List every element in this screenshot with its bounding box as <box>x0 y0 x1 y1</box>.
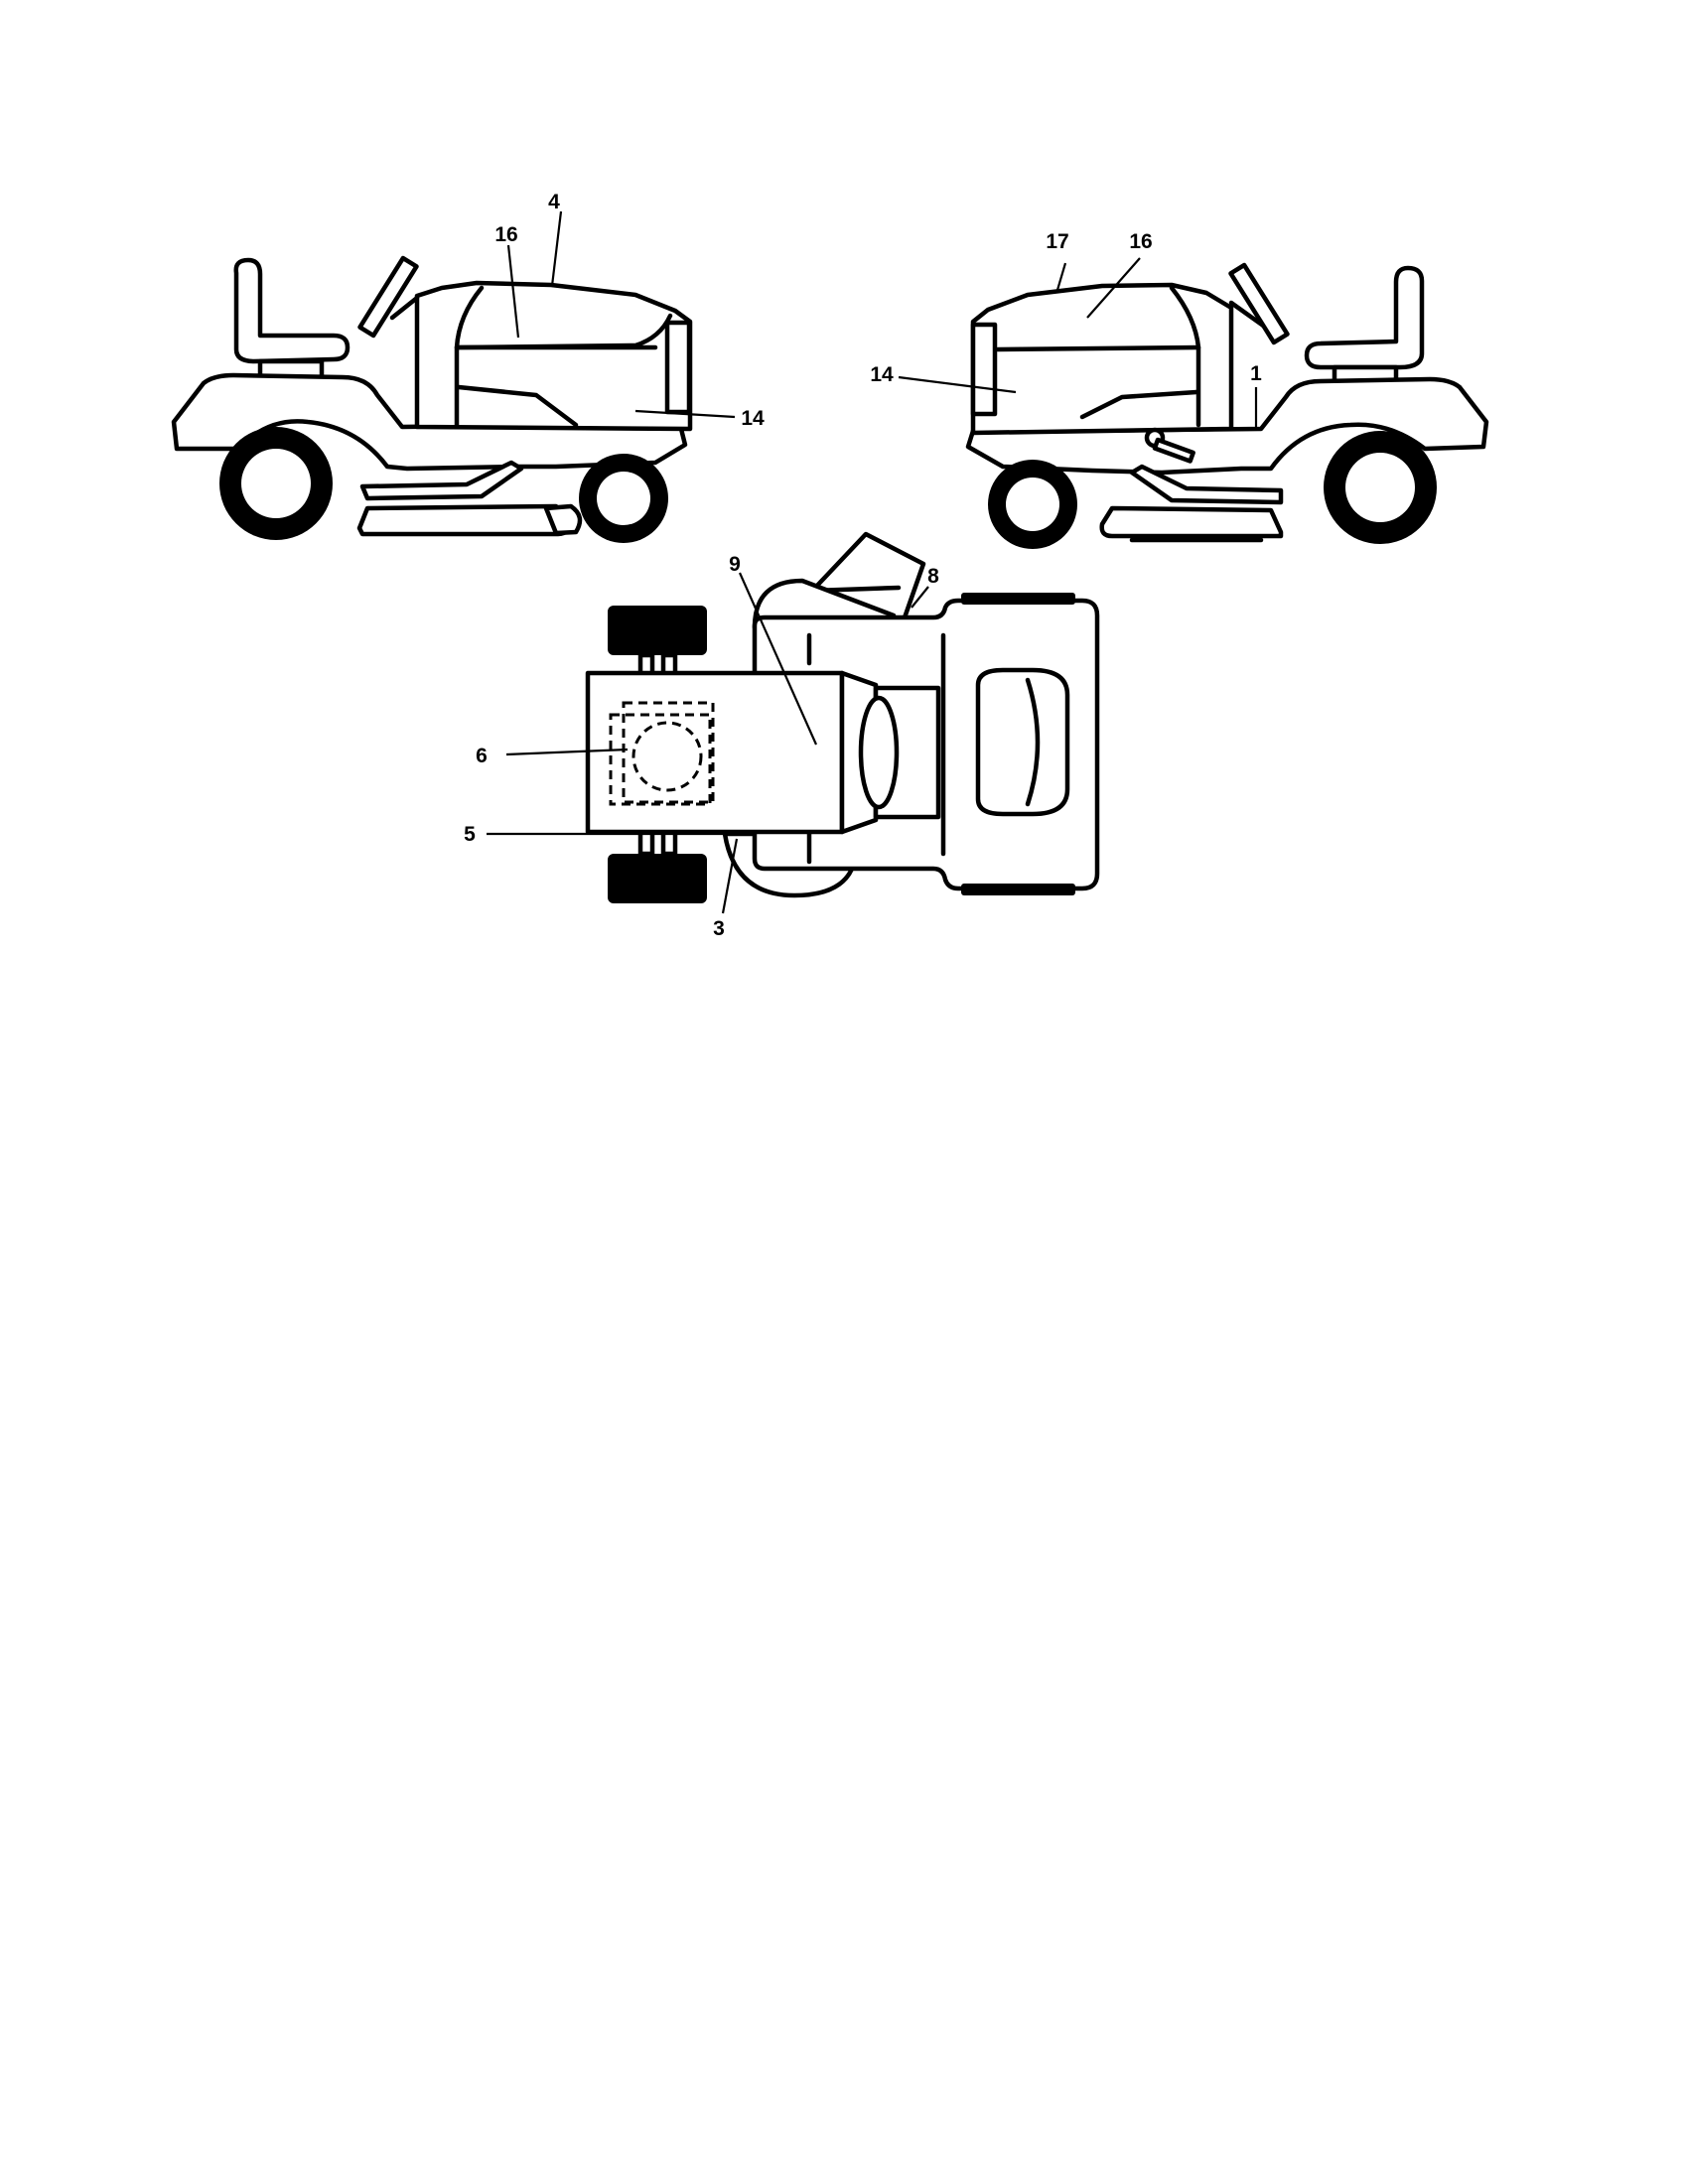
front-wheel-bottom <box>608 854 707 903</box>
callout-17-right: 17 <box>1046 230 1068 253</box>
front-wheel-top <box>608 606 707 655</box>
rear-wheel-bottom <box>961 884 1075 895</box>
hood-panel <box>456 313 673 350</box>
callout-labels: 4 16 14 17 16 14 1 9 8 6 5 3 <box>464 191 1262 940</box>
body-fender <box>171 372 688 472</box>
callout-4-left: 4 <box>548 191 560 213</box>
seat <box>1304 265 1425 370</box>
seat <box>233 257 351 364</box>
top-seat <box>975 667 1070 817</box>
callout-1-right: 1 <box>1250 362 1262 385</box>
hood-side-line <box>995 344 1201 420</box>
battery-outline-a <box>609 713 712 806</box>
mower-deck <box>356 503 570 537</box>
steering-wheel <box>357 255 419 339</box>
callout-14-left: 14 <box>741 407 765 430</box>
footrest <box>359 460 524 501</box>
front-wheel-hub <box>597 472 650 525</box>
callout-8-top: 8 <box>927 565 939 588</box>
seat-back-line <box>1025 677 1041 807</box>
steering-wheel-top <box>858 695 900 810</box>
mower-deck <box>1099 505 1284 539</box>
callout-14-right: 14 <box>870 363 894 386</box>
top-view-tractor <box>585 531 1100 903</box>
steering-column <box>389 295 420 321</box>
grille <box>970 322 998 417</box>
rear-wheel-top <box>961 593 1075 605</box>
air-filter-outline <box>632 721 703 792</box>
right-side-view-tractor <box>965 262 1489 549</box>
callout-16-right: 16 <box>1129 230 1152 253</box>
callout-6-top: 6 <box>476 745 488 767</box>
steering-wheel <box>1228 262 1290 345</box>
rear-wheel-hub <box>241 449 311 518</box>
hood-top-view <box>585 670 845 835</box>
footrest <box>1129 464 1284 505</box>
left-side-view-tractor <box>171 255 693 543</box>
leader-lines <box>487 210 1258 914</box>
callout-9-top: 9 <box>729 553 741 576</box>
grille <box>664 320 692 415</box>
battery-outline-b <box>622 701 715 804</box>
callout-5-top: 5 <box>464 823 476 846</box>
callout-16-left: 16 <box>494 223 517 246</box>
front-wheel-hub <box>1006 478 1059 531</box>
control-lever <box>1152 437 1195 464</box>
rear-wheel-hub <box>1345 453 1415 522</box>
deck-chute <box>543 503 583 536</box>
hood <box>970 282 1234 436</box>
callout-3-top: 3 <box>713 917 725 940</box>
